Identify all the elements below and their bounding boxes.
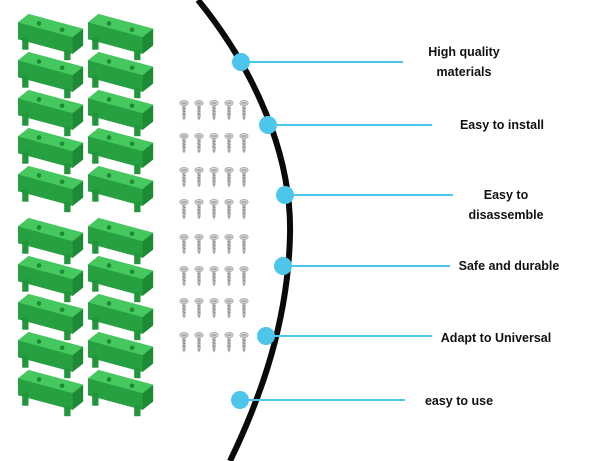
feature-label: Adapt to Universal — [441, 328, 551, 348]
screw-icon — [194, 198, 204, 220]
feature-dot — [257, 327, 275, 345]
feature-dot — [231, 391, 249, 409]
screw-icon — [179, 233, 189, 255]
feature-label-line: Adapt to Universal — [440, 331, 552, 345]
screw-icon — [209, 166, 219, 188]
feature-label-line: Easy to — [483, 188, 529, 202]
feature-label: Easy to install — [460, 115, 544, 135]
screw-icon — [209, 331, 219, 353]
din-rail-bracket-icon — [88, 166, 154, 213]
screw-icon — [194, 265, 204, 287]
screw-icon — [239, 198, 249, 220]
screw-icon — [209, 132, 219, 154]
screw-icon — [239, 331, 249, 353]
feature-label-line: Safe and durable — [458, 259, 560, 273]
screw-icon — [209, 99, 219, 121]
screw-icon — [179, 166, 189, 188]
screw-icon — [194, 166, 204, 188]
screw-icon — [179, 297, 189, 319]
feature-label-line: easy to use — [424, 394, 494, 408]
feature-dot — [259, 116, 277, 134]
screw-icon — [224, 99, 234, 121]
feature-dot — [274, 257, 292, 275]
screw-icon — [194, 99, 204, 121]
feature-dot — [276, 186, 294, 204]
screw-icon — [194, 331, 204, 353]
screw-icon — [179, 265, 189, 287]
screw-icon — [239, 297, 249, 319]
screw-icon — [209, 198, 219, 220]
screw-icon — [194, 297, 204, 319]
screw-icon — [239, 233, 249, 255]
screw-icon — [239, 265, 249, 287]
screw-icon — [179, 99, 189, 121]
bracket-pile — [18, 14, 154, 417]
screw-icon — [224, 132, 234, 154]
screw-icon — [224, 297, 234, 319]
feature-label-line: Easy to install — [459, 118, 545, 132]
screw-icon — [209, 265, 219, 287]
screw-icon — [194, 233, 204, 255]
din-rail-bracket-icon — [18, 370, 84, 417]
screw-icon — [239, 166, 249, 188]
screw-icon — [239, 132, 249, 154]
screw-icon — [209, 297, 219, 319]
feature-label: Easy to disassemble — [468, 185, 543, 225]
din-rail-bracket-icon — [18, 166, 84, 213]
screw-icon — [179, 198, 189, 220]
screw-grid — [179, 99, 249, 353]
feature-label: High quality materials — [428, 42, 500, 82]
feature-connectors — [231, 53, 453, 409]
screw-icon — [224, 331, 234, 353]
feature-label-line: High quality — [428, 45, 500, 59]
screw-icon — [179, 331, 189, 353]
screw-icon — [209, 233, 219, 255]
din-rail-bracket-icon — [88, 370, 154, 417]
feature-label: Safe and durable — [459, 256, 560, 276]
screw-icon — [194, 132, 204, 154]
feature-label-line: disassemble — [468, 208, 544, 222]
screw-icon — [224, 233, 234, 255]
screw-icon — [179, 132, 189, 154]
screw-icon — [239, 99, 249, 121]
screw-icon — [224, 198, 234, 220]
screw-icon — [224, 166, 234, 188]
feature-label: easy to use — [425, 391, 493, 411]
feature-dot — [232, 53, 250, 71]
feature-label-line: materials — [436, 65, 492, 79]
screw-icon — [224, 265, 234, 287]
